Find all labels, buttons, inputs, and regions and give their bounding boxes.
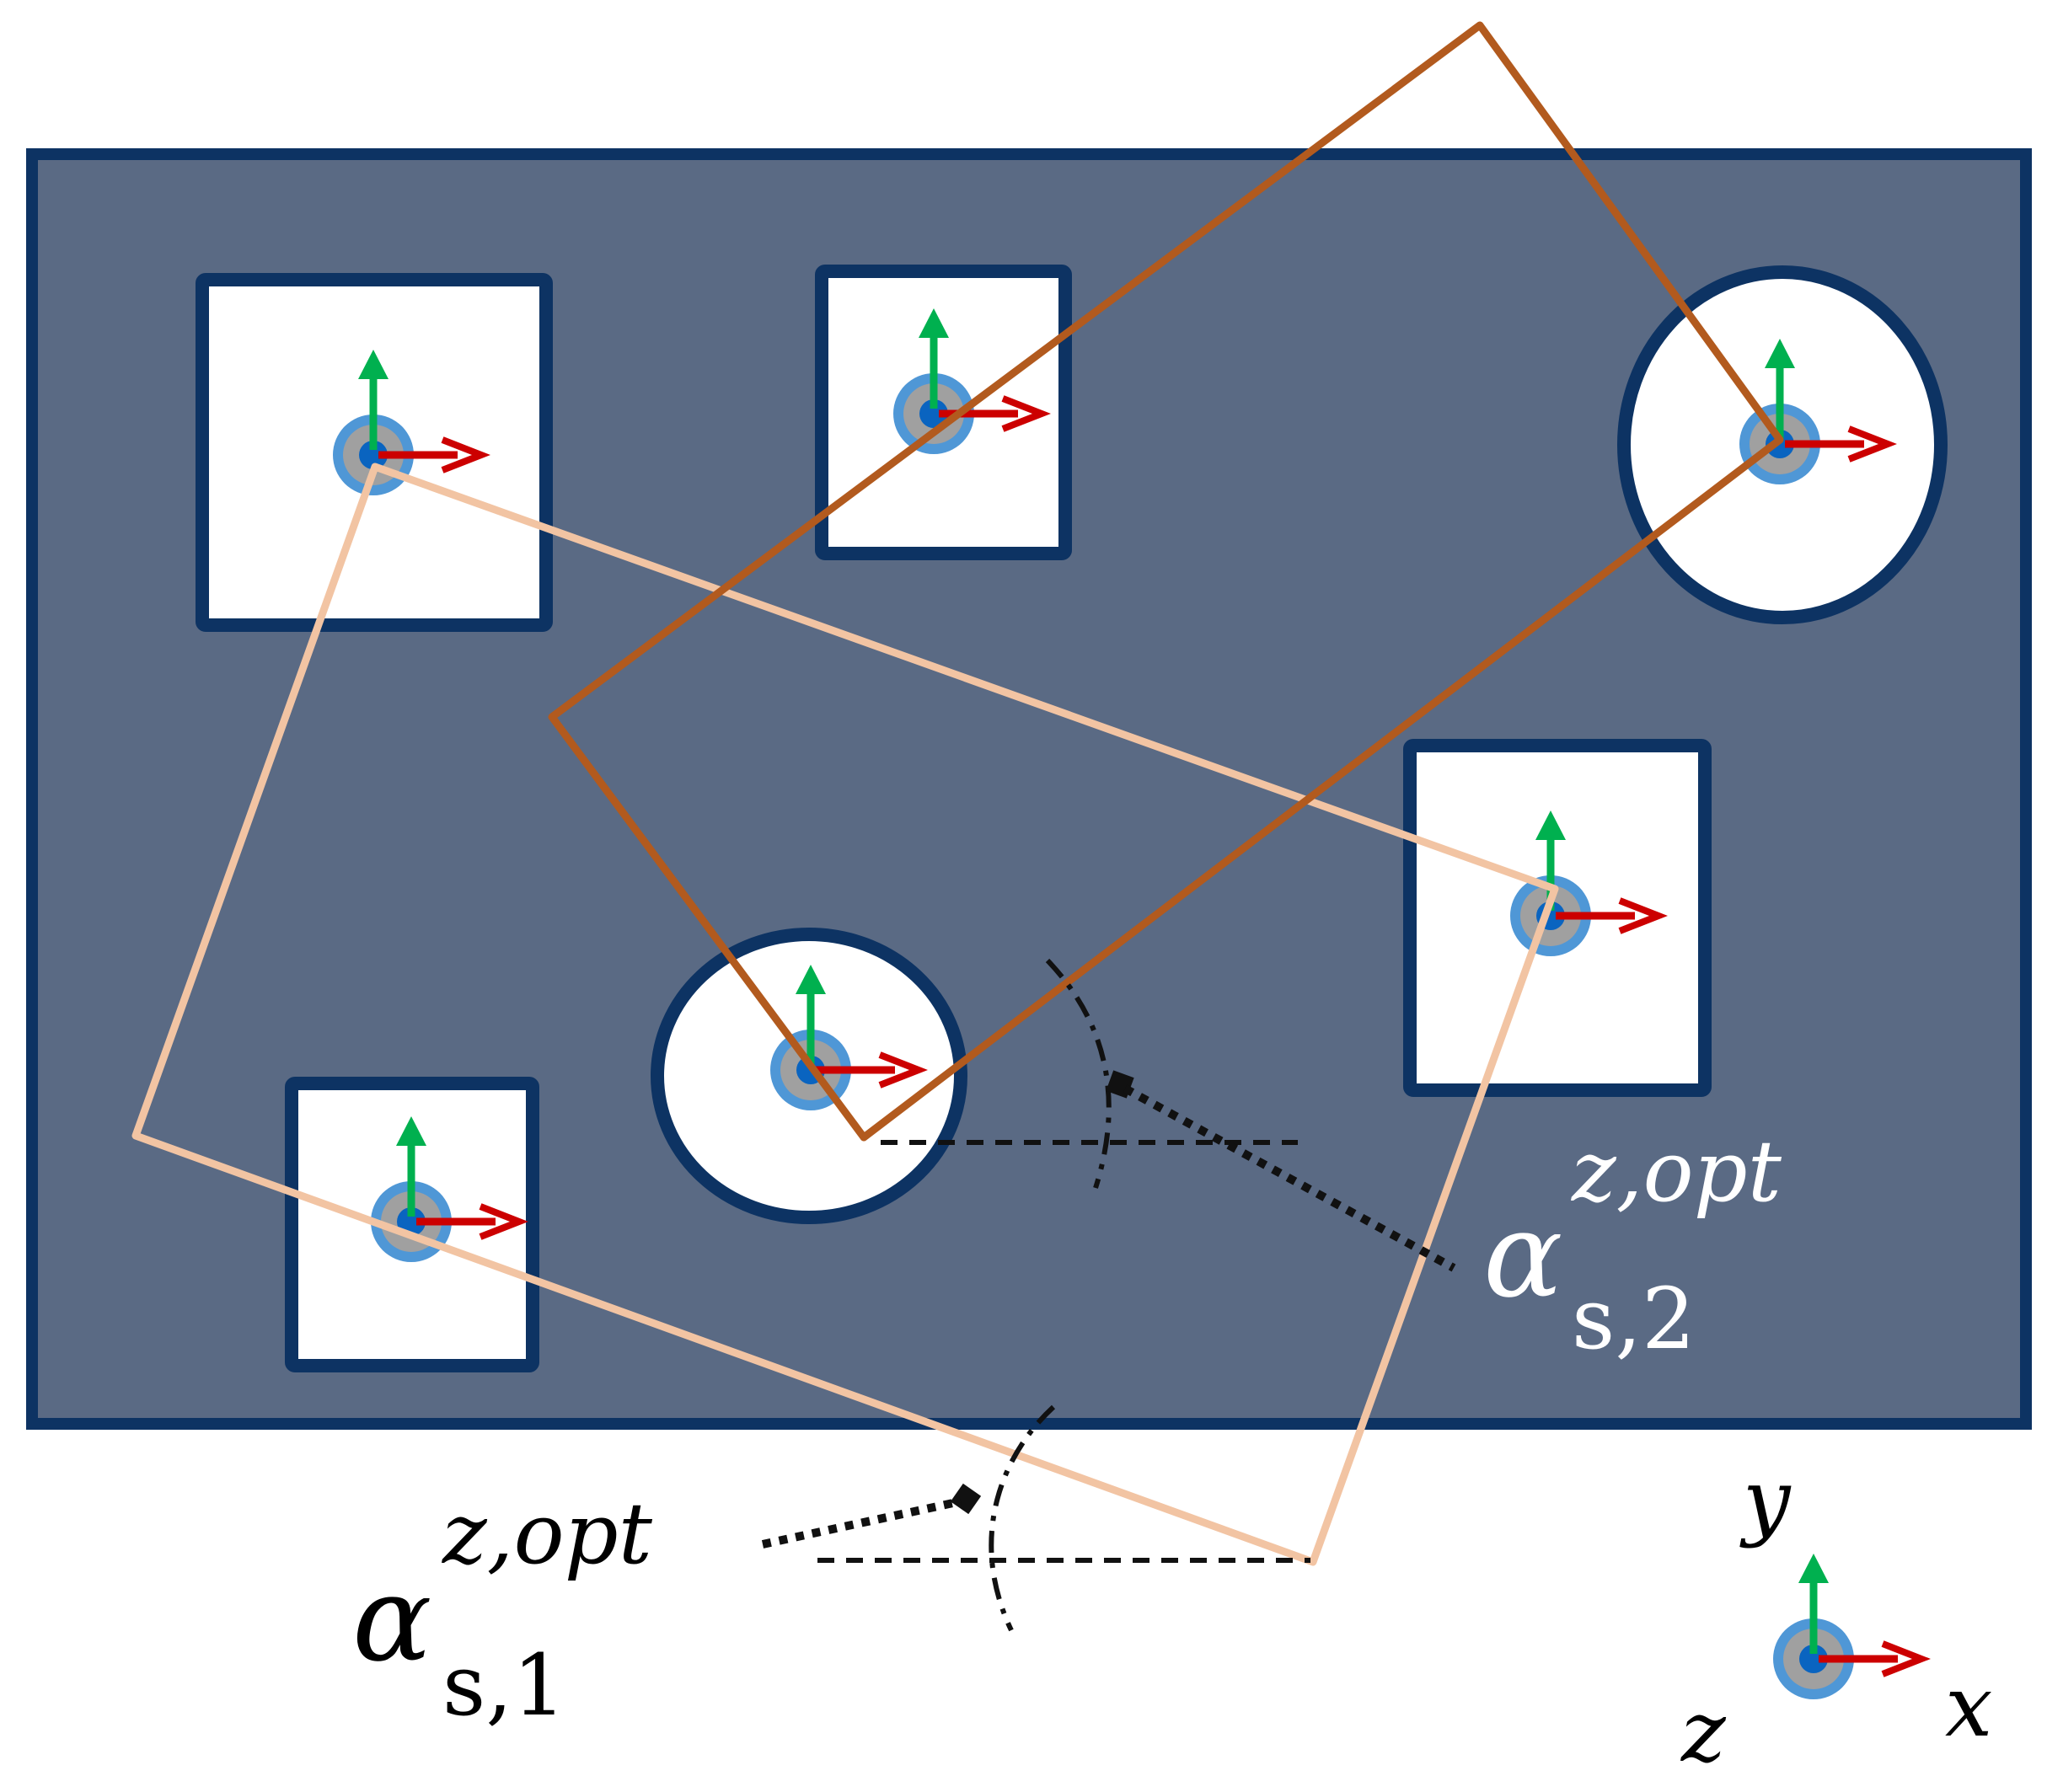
y-axis-arrow-head: [396, 1116, 426, 1146]
marker-hole-rect-top-left: [333, 350, 490, 495]
alpha1-superscript: z,opt: [442, 1484, 653, 1583]
angle-annotation-2: [881, 958, 1456, 1272]
angle-annotation-1: [761, 1404, 1310, 1632]
x-axis-arrow-head: [441, 436, 490, 473]
alpha2-superscript: z,opt: [1571, 1122, 1782, 1221]
axis-y-label: y: [1739, 1451, 1792, 1549]
alpha2-symbol: α: [1483, 1187, 1563, 1324]
y-axis-arrow-head: [358, 350, 389, 379]
x-axis-arrow-head: [1881, 1640, 1931, 1677]
alpha2-subscript: s,2: [1572, 1270, 1696, 1368]
axis-z-label: z: [1680, 1682, 1727, 1781]
x-axis-arrow-head: [878, 1051, 928, 1089]
marker-center: [919, 399, 948, 428]
label-alpha-s1: α z,opt s,1: [352, 1484, 653, 1735]
y-axis-arrow-head: [1798, 1554, 1829, 1583]
coordinate-markers: [333, 308, 1931, 1699]
axis-x-label: x: [1945, 1657, 1992, 1756]
alpha1-symbol: α: [352, 1551, 432, 1688]
frame-light: [131, 463, 1559, 1566]
y-axis-arrow-head: [1765, 339, 1795, 368]
x-axis-arrow-head: [1618, 897, 1668, 934]
marker-hole-rect-top-middle: [893, 308, 1051, 454]
label-alpha-s2: α z,opt s,2: [1483, 1122, 1782, 1368]
marker-center: [1799, 1645, 1828, 1673]
y-axis-arrow-head: [1535, 810, 1566, 840]
marker-center: [397, 1207, 426, 1236]
alpha1-subscript: s,1: [442, 1636, 566, 1735]
x-axis-arrow-head: [1847, 425, 1897, 463]
marker-legend-triad: [1773, 1554, 1931, 1699]
marker-center: [359, 441, 388, 469]
marker-hole-rect-right: [1510, 810, 1668, 956]
y-axis-arrow-head: [796, 965, 826, 994]
y-axis-arrow-head: [919, 308, 949, 338]
x-axis-arrow-head: [1001, 395, 1051, 432]
frame-dark: [548, 21, 1784, 1142]
x-axis-arrow-head: [479, 1203, 528, 1240]
